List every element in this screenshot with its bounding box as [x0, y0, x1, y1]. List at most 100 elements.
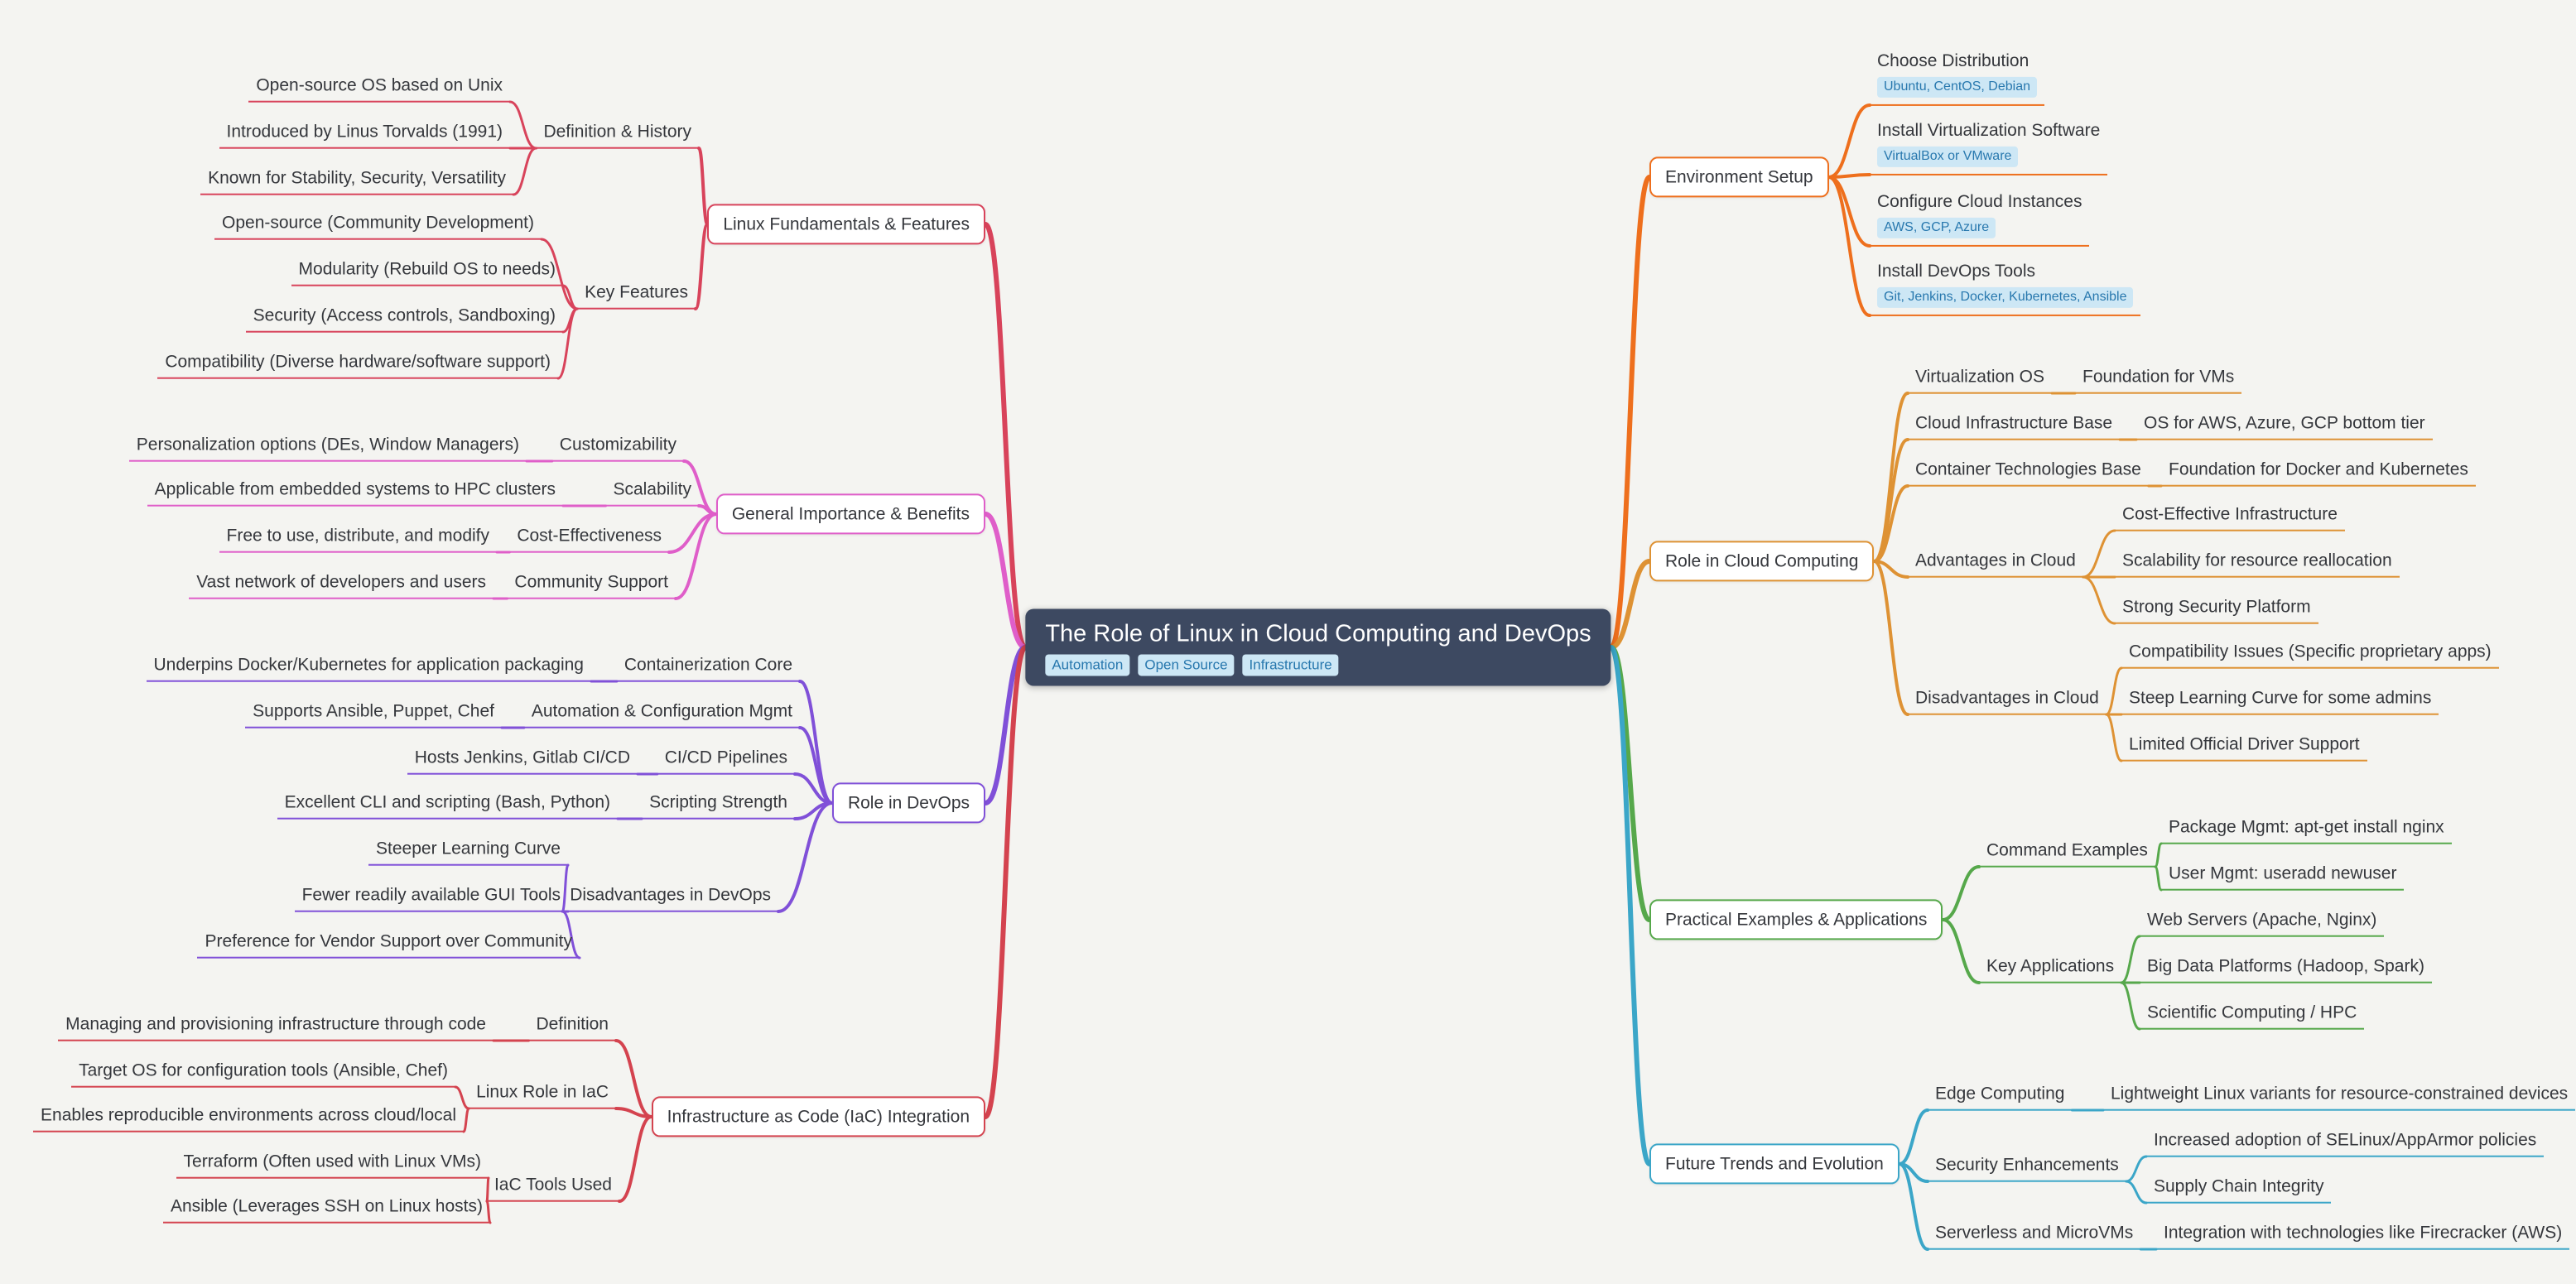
node-ci-cd-pipelines[interactable]: CI/CD Pipelines: [657, 745, 795, 775]
node-supply-chain-integrity[interactable]: Supply Chain Integrity: [2146, 1174, 2332, 1204]
node-open-source-community-development[interactable]: Open-source (Community Development): [214, 210, 542, 240]
node-free-to-use-distribute-and-modify[interactable]: Free to use, distribute, and modify: [219, 523, 497, 553]
node-cost-effectiveness[interactable]: Cost-Effectiveness: [509, 523, 669, 553]
node-foundation-for-docker-and-kubernetes[interactable]: Foundation for Docker and Kubernetes: [2161, 457, 2476, 487]
node-cost-effective-infrastructure[interactable]: Cost-Effective Infrastructure: [2115, 502, 2345, 531]
node-linux-role-in-iac[interactable]: Linux Role in IaC: [469, 1080, 616, 1109]
node-big-data-platforms-hadoop-spark[interactable]: Big Data Platforms (Hadoop, Spark): [2140, 954, 2432, 983]
node-excellent-cli-and-scripting-bash-python[interactable]: Excellent CLI and scripting (Bash, Pytho…: [277, 790, 618, 820]
branch-infrastructure-as-code-iac-integration[interactable]: Infrastructure as Code (IaC) Integration: [651, 1096, 985, 1137]
node-terraform-often-used-with-linux-vms[interactable]: Terraform (Often used with Linux VMs): [176, 1149, 489, 1179]
branch-role-in-cloud-computing[interactable]: Role in Cloud Computing: [1649, 541, 1875, 582]
node-open-source-os-based-on-unix[interactable]: Open-source OS based on Unix: [248, 73, 510, 103]
node-managing-and-provisioning-infrastructure-through[interactable]: Managing and provisioning infrastructure…: [58, 1012, 494, 1041]
node-badge: AWS, GCP, Azure: [1877, 218, 1996, 238]
connector: [1608, 175, 1652, 650]
node-modularity-rebuild-os-to-needs[interactable]: Modularity (Rebuild OS to needs): [291, 257, 563, 286]
node-disadvantages-in-devops[interactable]: Disadvantages in DevOps: [562, 882, 778, 912]
node-web-servers-apache-nginx[interactable]: Web Servers (Apache, Nginx): [2140, 907, 2385, 937]
node-definition-history[interactable]: Definition & History: [536, 119, 699, 149]
connector: [1872, 438, 1909, 563]
node-personalization-options-des-window-managers[interactable]: Personalization options (DEs, Window Man…: [128, 432, 527, 462]
node-key-features[interactable]: Key Features: [577, 280, 696, 310]
node-community-support[interactable]: Community Support: [507, 570, 676, 599]
node-package-mgmt-apt-get-install-nginx[interactable]: Package Mgmt: apt-get install nginx: [2161, 815, 2452, 844]
branch-linux-fundamentals-features[interactable]: Linux Fundamentals & Features: [707, 204, 985, 245]
node-applicable-from-embedded-systems-to-hpc-clusters[interactable]: Applicable from embedded systems to HPC …: [147, 477, 563, 507]
node-label: Applicable from embedded systems to HPC …: [154, 479, 556, 499]
node-underpins-docker-kubernetes-for-application-pack[interactable]: Underpins Docker/Kubernetes for applicat…: [146, 652, 591, 682]
node-hosts-jenkins-gitlab-ci-cd[interactable]: Hosts Jenkins, Gitlab CI/CD: [407, 745, 638, 775]
node-known-for-stability-security-versatility[interactable]: Known for Stability, Security, Versatili…: [200, 166, 513, 195]
node-cloud-infrastructure-base[interactable]: Cloud Infrastructure Base: [1908, 411, 2121, 440]
node-foundation-for-vms[interactable]: Foundation for VMs: [2075, 364, 2242, 394]
branch-general-importance-benefits[interactable]: General Importance & Benefits: [715, 493, 985, 535]
node-vast-network-of-developers-and-users[interactable]: Vast network of developers and users: [189, 570, 494, 599]
node-label: Role in Cloud Computing: [1665, 551, 1859, 571]
connector: [674, 512, 718, 600]
node-advantages-in-cloud[interactable]: Advantages in Cloud: [1908, 548, 2083, 578]
node-label: Compatibility (Diverse hardware/software…: [165, 352, 551, 372]
node-compatibility-diverse-hardware-software-support[interactable]: Compatibility (Diverse hardware/software…: [157, 349, 558, 379]
node-limited-official-driver-support[interactable]: Limited Official Driver Support: [2121, 732, 2367, 762]
node-ansible-leverages-ssh-on-linux-hosts[interactable]: Ansible (Leverages SSH on Linux hosts): [162, 1194, 490, 1224]
node-enables-reproducible-environments-across-cloud-l[interactable]: Enables reproducible environments across…: [33, 1103, 464, 1133]
node-disadvantages-in-cloud[interactable]: Disadvantages in Cloud: [1908, 685, 2107, 715]
node-target-os-for-configuration-tools-ansible-chef[interactable]: Target OS for configuration tools (Ansib…: [71, 1058, 455, 1088]
root-title: The Role of Linux in Cloud Computing and…: [1045, 620, 1591, 647]
node-label: Future Trends and Evolution: [1665, 1154, 1884, 1174]
root-node[interactable]: The Role of Linux in Cloud Computing and…: [1025, 608, 1611, 686]
node-scalability[interactable]: Scalability: [605, 477, 699, 507]
node-customizability[interactable]: Customizability: [551, 432, 684, 462]
node-label: Steeper Learning Curve: [376, 839, 561, 858]
node-os-for-aws-azure-gcp-bottom-tier[interactable]: OS for AWS, Azure, GCP bottom tier: [2136, 411, 2433, 440]
node-key-applications[interactable]: Key Applications: [1979, 954, 2122, 983]
node-iac-tools-used[interactable]: IaC Tools Used: [486, 1172, 619, 1202]
connector: [561, 863, 570, 913]
branch-role-in-devops[interactable]: Role in DevOps: [831, 782, 985, 824]
node-definition[interactable]: Definition: [528, 1012, 616, 1041]
node-fewer-readily-available-gui-tools[interactable]: Fewer readily available GUI Tools: [294, 882, 568, 912]
root-badge: Infrastructure: [1242, 654, 1339, 676]
node-label: Introduced by Linus Torvalds (1991): [226, 122, 503, 142]
node-command-examples[interactable]: Command Examples: [1979, 838, 2155, 868]
branch-environment-setup[interactable]: Environment Setup: [1649, 156, 1829, 198]
branch-practical-examples-applications[interactable]: Practical Examples & Applications: [1649, 899, 1943, 940]
node-user-mgmt-useradd-newuser[interactable]: User Mgmt: useradd newuser: [2161, 861, 2405, 891]
branch-future-trends-and-evolution[interactable]: Future Trends and Evolution: [1649, 1143, 1899, 1185]
node-scalability-for-resource-reallocation[interactable]: Scalability for resource reallocation: [2115, 548, 2400, 578]
node-compatibility-issues-specific-proprietary-apps[interactable]: Compatibility Issues (Specific proprieta…: [2121, 639, 2499, 669]
node-integration-with-technologies-like-firecracker-a[interactable]: Integration with technologies like Firec…: [2156, 1220, 2570, 1250]
node-label: Install Virtualization Software: [1877, 120, 2101, 140]
node-security-access-controls-sandboxing[interactable]: Security (Access controls, Sandboxing): [245, 303, 563, 333]
node-scripting-strength[interactable]: Scripting Strength: [642, 790, 795, 820]
node-preference-for-vendor-support-over-community[interactable]: Preference for Vendor Support over Commu…: [197, 929, 580, 959]
node-supports-ansible-puppet-chef[interactable]: Supports Ansible, Puppet, Chef: [245, 699, 502, 729]
node-label: General Importance & Benefits: [731, 504, 970, 524]
node-scientific-computing-hpc[interactable]: Scientific Computing / HPC: [2140, 1000, 2365, 1030]
node-label: Hosts Jenkins, Gitlab CI/CD: [414, 748, 630, 767]
node-introduced-by-linus-torvalds-1991[interactable]: Introduced by Linus Torvalds (1991): [219, 119, 510, 149]
node-containerization-core[interactable]: Containerization Core: [616, 652, 800, 682]
node-steeper-learning-curve[interactable]: Steeper Learning Curve: [368, 836, 568, 866]
node-lightweight-linux-variants-for-resource-constrai[interactable]: Lightweight Linux variants for resource-…: [2103, 1081, 2576, 1111]
node-increased-adoption-of-selinux-apparmor-policies[interactable]: Increased adoption of SELinux/AppArmor p…: [2146, 1128, 2545, 1157]
node-automation-configuration-mgmt[interactable]: Automation & Configuration Mgmt: [523, 699, 800, 729]
node-label: Modularity (Rebuild OS to needs): [298, 259, 556, 279]
node-virtualization-os[interactable]: Virtualization OS: [1908, 364, 2053, 394]
node-edge-computing[interactable]: Edge Computing: [1928, 1081, 2073, 1111]
node-serverless-and-microvms[interactable]: Serverless and MicroVMs: [1928, 1220, 2141, 1250]
node-label: Excellent CLI and scripting (Bash, Pytho…: [284, 792, 610, 812]
node-label: Cost-Effective Infrastructure: [2122, 504, 2338, 524]
node-steep-learning-curve-for-some-admins[interactable]: Steep Learning Curve for some admins: [2121, 685, 2439, 715]
node-container-technologies-base[interactable]: Container Technologies Base: [1908, 457, 2149, 487]
connector: [1827, 103, 1871, 179]
node-label: Definition: [536, 1014, 609, 1034]
node-strong-security-platform[interactable]: Strong Security Platform: [2115, 594, 2318, 624]
node-security-enhancements[interactable]: Security Enhancements: [1928, 1152, 2126, 1182]
